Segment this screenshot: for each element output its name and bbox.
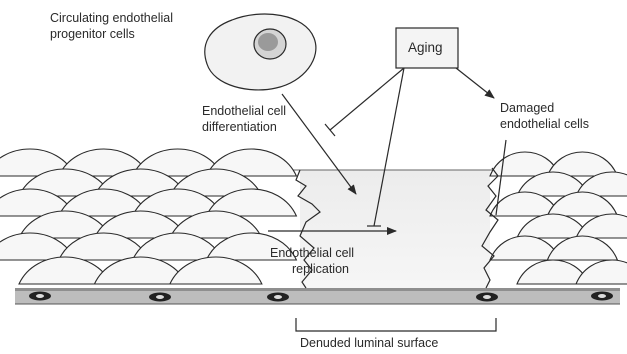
replication-label-line2: replication xyxy=(292,262,349,276)
left-endothelial-cells xyxy=(0,149,296,284)
right-endothelial-cells xyxy=(490,152,627,284)
vessel-wall xyxy=(15,288,620,304)
damaged-label-line2: endothelial cells xyxy=(500,117,589,131)
endothelial-cell xyxy=(170,257,262,284)
denuded-bracket xyxy=(296,318,496,331)
damaged-label-line1: Damaged xyxy=(500,101,554,115)
progenitor-label-line2: progenitor cells xyxy=(50,27,135,41)
aging-to-damage-arrow xyxy=(456,68,494,98)
progenitor-label-line1: Circulating endothelial xyxy=(50,11,173,25)
differentiation-label-line2: differentiation xyxy=(202,120,277,134)
denuded-label: Denuded luminal surface xyxy=(300,336,438,350)
differentiation-label-line1: Endothelial cell xyxy=(202,104,286,118)
progenitor-cell xyxy=(205,14,316,90)
endothelial-cell xyxy=(576,260,627,284)
aging-label: Aging xyxy=(408,40,443,55)
endothelial-cell xyxy=(547,236,617,260)
endothelial-cell xyxy=(576,214,627,238)
replication-label-line1: Endothelial cell xyxy=(270,246,354,260)
aging-inhibits-differentiation xyxy=(330,68,404,130)
